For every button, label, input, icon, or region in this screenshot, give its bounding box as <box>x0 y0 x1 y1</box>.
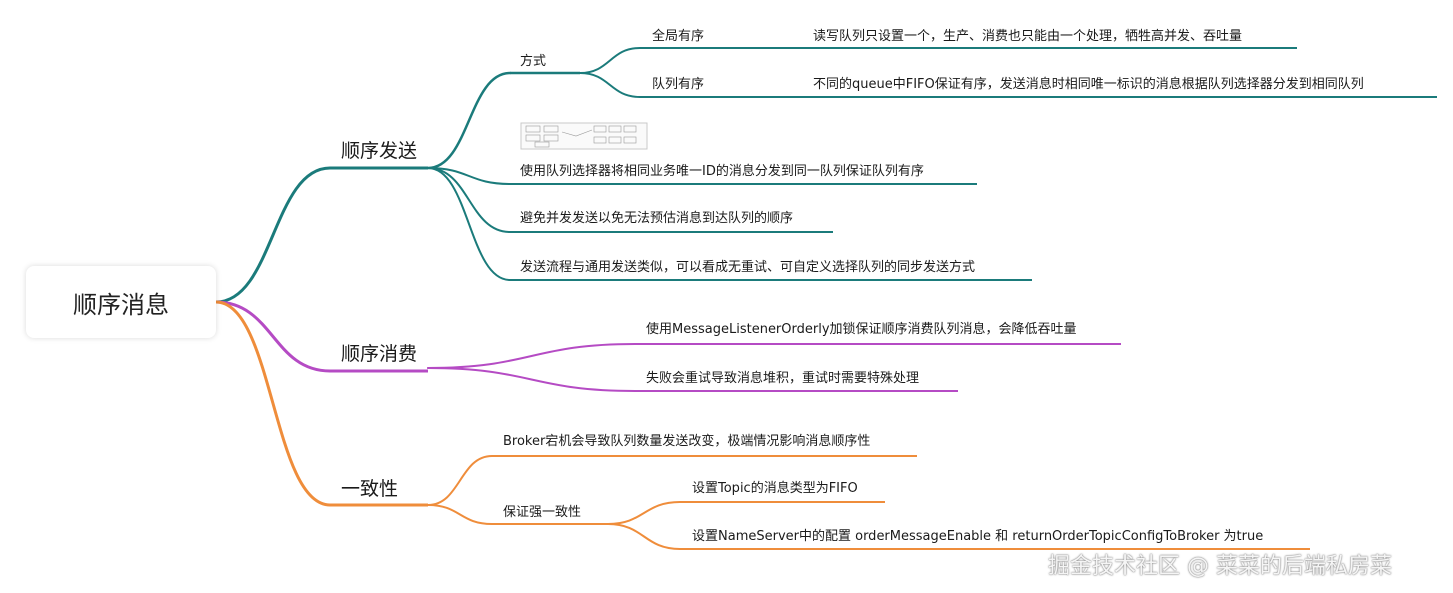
node-broker-down[interactable]: Broker宕机会导致队列数量发送改变，极端情况影响消息顺序性 <box>503 435 870 448</box>
edge-consume-retry <box>428 368 635 391</box>
node-method[interactable]: 方式 <box>520 55 546 68</box>
node-strong-consistency[interactable]: 保证强一致性 <box>503 506 581 519</box>
edge-method-global <box>580 48 640 73</box>
node-send-flow[interactable]: 发送流程与通用发送类似，可以看成无重试、可自定义选择队列的同步发送方式 <box>520 261 975 274</box>
edge-root-send <box>216 168 330 302</box>
edge-consume-listener <box>428 344 635 368</box>
watermark-text: 掘金技术社区 @ 菜菜的后端私房菜 <box>1048 548 1392 580</box>
node-retry-backlog[interactable]: 失败会重试导致消息堆积，重试时需要特殊处理 <box>646 372 919 385</box>
edge-strong-topic <box>608 502 680 524</box>
node-consistency[interactable]: 一致性 <box>341 480 398 499</box>
root-node[interactable]: 顺序消息 <box>26 266 216 338</box>
node-global-order[interactable]: 全局有序 <box>652 30 704 43</box>
node-ordered-send[interactable]: 顺序发送 <box>341 142 417 161</box>
edge-consistency-strong <box>428 505 492 524</box>
node-ordered-consume[interactable]: 顺序消费 <box>341 345 417 364</box>
edge-send-method <box>428 73 510 168</box>
edge-strong-nameserver <box>608 524 680 549</box>
node-queue-order-detail: 不同的queue中FIFO保证有序，发送消息时相同唯一标识的消息根据队列选择器分… <box>813 78 1364 91</box>
node-listener-orderly[interactable]: 使用MessageListenerOrderly加锁保证顺序消费队列消息，会降低… <box>646 323 1077 336</box>
node-queue-selector[interactable]: 使用队列选择器将相同业务唯一ID的消息分发到同一队列保证队列有序 <box>520 165 924 178</box>
edge-root-consume <box>216 302 330 371</box>
node-nameserver-config[interactable]: 设置NameServer中的配置 orderMessageEnable 和 re… <box>692 530 1263 543</box>
node-global-order-detail: 读写队列只设置一个，生产、消费也只能由一个处理，牺牲高并发、吞吐量 <box>813 30 1242 43</box>
node-queue-order[interactable]: 队列有序 <box>652 78 704 91</box>
edge-root-consistency <box>216 302 330 505</box>
node-topic-fifo[interactable]: 设置Topic的消息类型为FIFO <box>692 482 858 495</box>
root-label: 顺序消息 <box>73 285 169 320</box>
edge-send-flow <box>428 168 510 280</box>
diagram-thumbnail-image <box>521 123 647 149</box>
edge-consistency-broker <box>428 456 492 505</box>
edge-method-queue <box>580 73 640 97</box>
node-avoid-concurrency[interactable]: 避免并发发送以免无法预估消息到达队列的顺序 <box>520 212 793 225</box>
